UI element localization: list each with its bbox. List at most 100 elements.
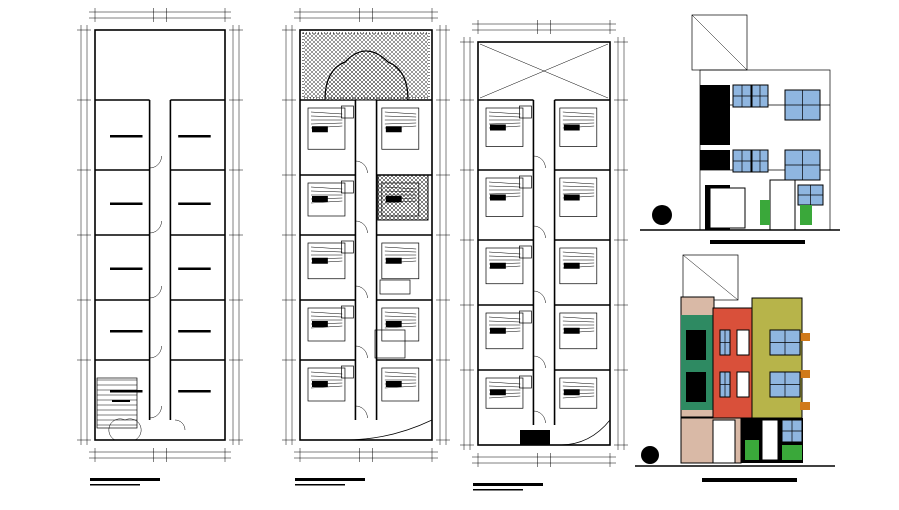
outer-wall	[477, 41, 611, 446]
room-label	[385, 257, 402, 264]
bed	[307, 367, 346, 402]
bed	[485, 377, 524, 409]
bed	[381, 242, 420, 280]
wardrobe	[519, 375, 532, 389]
entrance-door	[108, 418, 186, 441]
plan-title-label	[295, 478, 365, 481]
tree	[652, 205, 672, 225]
bed	[307, 242, 346, 280]
bed	[559, 312, 598, 350]
door-swing	[533, 155, 546, 169]
drawing-line	[562, 381, 595, 385]
door-swing	[355, 285, 368, 299]
room-label	[490, 262, 506, 269]
drawing-line	[488, 185, 521, 188]
bed	[559, 247, 598, 285]
door-swing	[149, 345, 162, 359]
drawing-line	[562, 185, 595, 188]
drawing-line	[682, 254, 739, 301]
drawing-line	[488, 115, 521, 118]
entrance-door	[712, 419, 736, 464]
room-label	[490, 194, 506, 201]
plant	[760, 200, 770, 225]
drawing-line	[310, 315, 343, 318]
drawing-line	[562, 316, 595, 320]
room-label	[312, 381, 328, 387]
drawing-line	[562, 251, 595, 255]
room-label	[110, 330, 143, 333]
door-swing	[533, 410, 546, 424]
drawing-line	[384, 122, 417, 125]
door-swing	[355, 405, 368, 419]
plan-scale-label	[295, 484, 345, 486]
facade-right-olive	[751, 297, 803, 419]
door-panel	[736, 329, 750, 356]
drawing-line	[310, 115, 343, 118]
wardrobe	[519, 175, 532, 189]
drawing-line	[562, 385, 595, 388]
room-label	[110, 135, 143, 138]
bed	[381, 107, 420, 150]
dark-panel	[686, 330, 706, 360]
drawing-line	[488, 316, 521, 320]
drawing-line	[310, 190, 343, 193]
plan-title-label	[90, 478, 160, 481]
bed	[485, 247, 524, 285]
bed	[559, 377, 598, 409]
elevation-title-label	[710, 240, 805, 244]
room-label	[312, 196, 328, 202]
door	[709, 187, 746, 229]
front-elevation-line	[640, 14, 840, 244]
drawing-line	[562, 395, 595, 399]
wardrobe	[519, 105, 532, 119]
room-label	[312, 321, 328, 327]
drawing-line	[562, 115, 595, 118]
drawing-line	[310, 311, 343, 315]
drawing-line	[562, 255, 595, 258]
kitchen-tiles	[377, 174, 429, 221]
facade-middle-red	[712, 307, 754, 419]
curved-facade	[344, 419, 433, 441]
drawing-line	[310, 186, 343, 190]
room-label	[112, 400, 130, 402]
drawing-line	[479, 43, 609, 99]
bed	[307, 307, 346, 342]
room-label	[178, 390, 211, 393]
drawing-line	[562, 122, 595, 125]
drawing-line	[488, 255, 521, 258]
room-label	[563, 194, 580, 201]
bed	[559, 107, 598, 147]
balcony-accent	[800, 370, 810, 378]
room-label	[312, 126, 328, 133]
door	[761, 419, 779, 461]
drawing-line	[310, 246, 343, 250]
door-swing	[149, 155, 162, 169]
drawing-line	[562, 111, 595, 115]
bed	[485, 177, 524, 217]
room-label	[178, 202, 211, 205]
drawing-line	[562, 320, 595, 323]
drawing-line	[310, 375, 343, 378]
drawing-line	[488, 181, 521, 185]
plant	[800, 205, 812, 225]
drawing-line	[384, 115, 417, 118]
wardrobe	[519, 245, 532, 259]
drawing-line	[691, 14, 748, 71]
room-label	[563, 262, 580, 269]
door-swing	[355, 160, 368, 174]
room-label	[490, 389, 506, 396]
dark-panel	[700, 150, 730, 170]
drawing-line	[310, 250, 343, 253]
wardrobe	[519, 310, 532, 324]
door-swing	[355, 345, 368, 359]
bed	[559, 177, 598, 217]
drawing-line	[384, 315, 417, 318]
door-swing	[149, 220, 162, 234]
wardrobe	[341, 180, 354, 194]
staircase	[96, 377, 138, 429]
plant	[745, 440, 759, 460]
room-label	[178, 330, 211, 333]
room-label	[110, 267, 143, 270]
floor-plans	[77, 8, 628, 491]
